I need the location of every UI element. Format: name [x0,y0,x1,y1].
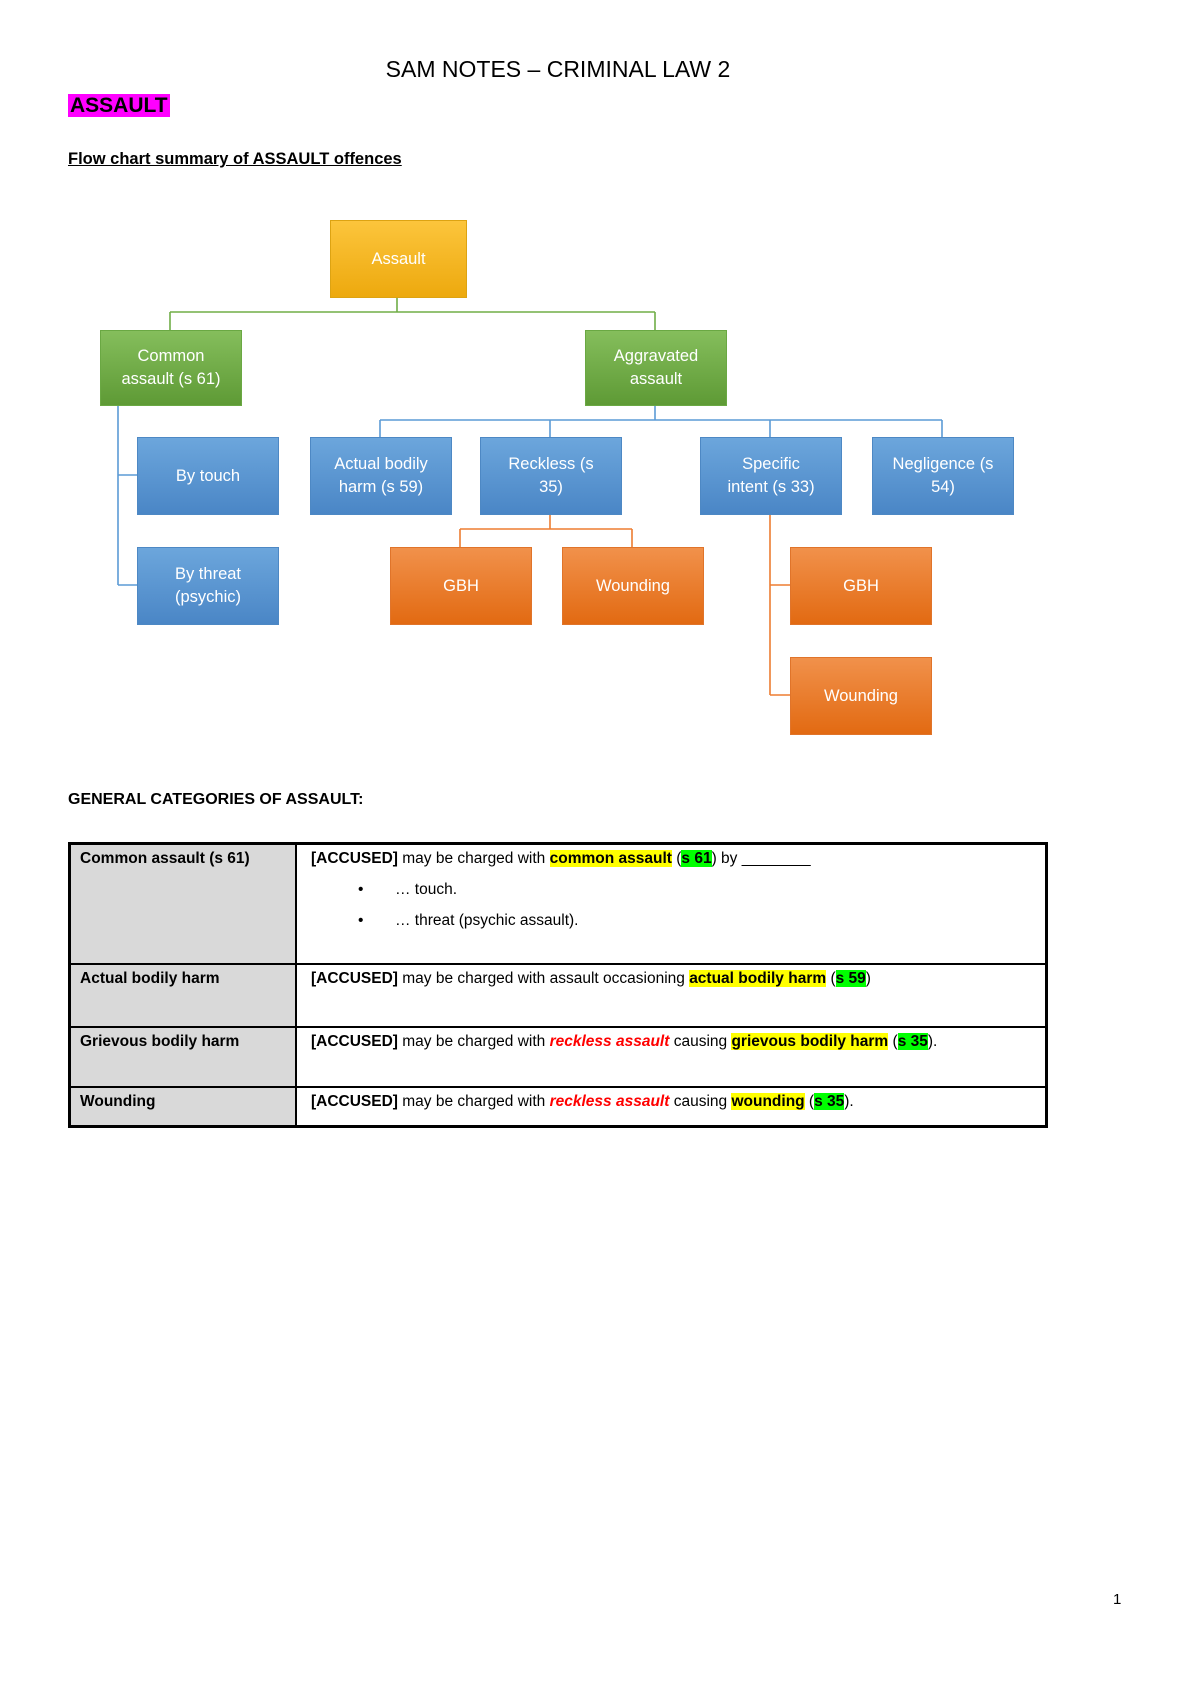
category-cell: Common assault (s 61) [68,842,297,965]
flowchart-node-reckless: Reckless (s 35) [480,437,622,515]
description-line: [ACCUSED] may be charged with assault oc… [311,970,1037,988]
general-categories-heading: GENERAL CATEGORIES OF ASSAULT: [68,791,364,808]
assault-categories-table: Common assault (s 61) [ACCUSED] may be ch… [68,842,1048,1128]
text-segment: s 59 [835,970,866,987]
text-segment: ________ [741,850,811,867]
flowchart-node-by-touch: By touch [137,437,279,515]
text-segment: s 61 [681,850,712,867]
text-segment: [ACCUSED] [311,970,398,987]
description-cell: [ACCUSED] may be charged with common ass… [295,842,1048,965]
text-segment: s 35 [814,1093,845,1110]
bullet-marker: • [358,912,364,929]
section-heading-assault: ASSAULT [68,94,170,117]
text-segment: ( [888,1033,898,1050]
category-cell: Grievous bodily harm [68,1026,297,1088]
flowchart-node-by-threat: By threat (psychic) [137,547,279,625]
flowchart-node-negligence: Negligence (s 54) [872,437,1014,515]
text-segment: ) by [711,850,742,867]
text-segment: ). [927,1033,938,1050]
text-segment: ) [865,970,871,987]
text-segment: may be charged with [397,1093,550,1110]
table-row: Wounding [ACCUSED] may be charged with re… [68,1086,1048,1128]
bullet-text: … threat (psychic assault). [395,912,579,929]
category-cell: Actual bodily harm [68,963,297,1028]
connector-aggravated-children [379,404,943,437]
text-segment: grievous bodily harm [731,1033,889,1050]
flowchart-node-wounding-specific: Wounding [790,657,932,735]
text-segment: [ACCUSED] [311,850,398,867]
flowchart-connectors [117,296,943,696]
category-cell: Wounding [68,1086,297,1128]
flowchart-node-assault: Assault [330,220,467,298]
text-segment: ). [844,1093,854,1110]
connector-assault-children [169,296,656,330]
flowchart-node-gbh-reckless: GBH [390,547,532,625]
text-segment: may be charged with [397,850,550,867]
text-segment: reckless assault [549,1033,670,1050]
text-segment: may be charged with [397,1033,550,1050]
description-cell: [ACCUSED] may be charged with reckless a… [295,1086,1048,1128]
text-segment: actual bodily harm [689,970,827,987]
text-segment: causing [669,1033,732,1050]
description-cell: [ACCUSED] may be charged with reckless a… [295,1026,1048,1088]
text-segment: common assault [549,850,672,867]
text-segment: ( [671,850,682,867]
flowchart-heading: Flow chart summary of ASSAULT offences [68,150,402,168]
description-line: [ACCUSED] may be charged with common ass… [311,850,1037,868]
connector-reckless-children [459,513,633,547]
assault-heading-wrap: ASSAULT [68,94,170,118]
flowchart-node-common-assault: Common assault (s 61) [100,330,242,406]
text-segment: wounding [731,1093,805,1110]
connector-common-children [117,404,137,586]
page-number: 1 [1113,1591,1122,1608]
text-segment: ( [826,970,836,987]
text-segment: [ACCUSED] [311,1033,398,1050]
bullet-text: … touch. [395,881,458,898]
table-row: Actual bodily harm [ACCUSED] may be charg… [68,963,1048,1028]
text-segment: ( [804,1093,815,1110]
flowchart-node-gbh-specific: GBH [790,547,932,625]
table-row: Grievous bodily harm [ACCUSED] may be cha… [68,1026,1048,1088]
flowchart-node-specific-intent: Specific intent (s 33) [700,437,842,515]
text-segment: may be charged with assault occasioning [397,970,690,987]
description-line: [ACCUSED] may be charged with reckless a… [311,1093,1037,1111]
text-segment: reckless assault [549,1093,670,1110]
flowchart-node-wounding-reckless: Wounding [562,547,704,625]
assault-offences-flowchart: Assault Common assault (s 61) Aggravated… [0,190,1200,770]
table-row: Common assault (s 61) [ACCUSED] may be ch… [68,842,1048,965]
flowchart-node-aggravated-assault: Aggravated assault [585,330,727,406]
bullet-item: • … threat (psychic assault). [311,912,1037,930]
connector-specific-children [769,513,790,696]
flowchart-node-actual-bodily-harm: Actual bodily harm (s 59) [310,437,452,515]
bullet-item: • … touch. [311,881,1037,899]
text-segment: s 35 [897,1033,928,1050]
doc-header-title: SAM NOTES – CRIMINAL LAW 2 [385,56,731,82]
text-segment: causing [669,1093,732,1110]
description-line: [ACCUSED] may be charged with reckless a… [311,1033,1037,1051]
description-cell: [ACCUSED] may be charged with assault oc… [295,963,1048,1028]
text-segment: [ACCUSED] [311,1093,398,1110]
bullet-marker: • [358,881,364,898]
